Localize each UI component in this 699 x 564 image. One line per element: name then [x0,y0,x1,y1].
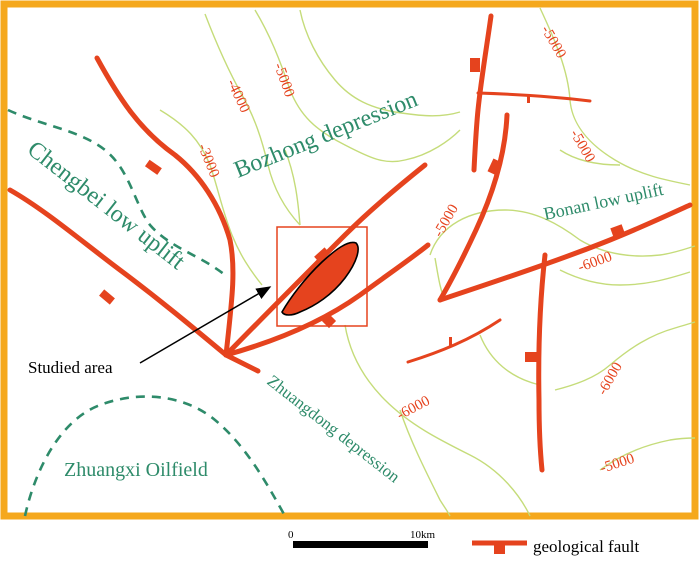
contour-line [559,149,621,166]
fault-tick [449,337,452,347]
fault-line [223,352,261,374]
contour-line [284,149,301,226]
scale-start-label: 0 [288,529,294,541]
fault-line [223,162,428,358]
fault-tick [99,289,115,305]
contour-line [599,437,696,471]
contour-label: -6000 [394,393,432,424]
contour-label: -5000 [431,202,462,240]
studied-area-arrow [139,286,272,364]
contour-line [539,7,691,186]
contour-line [479,334,541,386]
contour-line [399,409,451,517]
fault-line [471,13,494,173]
fault-tick [610,224,626,239]
study-area-box [276,226,368,327]
fault-tick [314,247,330,263]
contour-label: -5000 [538,23,569,61]
contour-label: -5000 [567,127,598,165]
contour-line [204,13,301,226]
chengbei-label: Chengbei low uplift [22,136,190,275]
map-frame [0,0,699,520]
boundary-lines [7,108,287,517]
contour-label: -5000 [270,61,297,99]
legend-fault-label: geological fault [533,537,639,556]
fault-ticks [99,58,626,362]
fault-tick [525,352,537,362]
fault-tick [144,159,162,175]
contour-line [299,9,461,117]
fault-line [94,55,236,358]
zhuangdong-label: Zhuangdong depression [264,371,404,487]
contour-label: -3000 [194,142,222,180]
legend: geological fault [472,537,639,556]
fault-line [437,202,693,303]
faults [7,13,693,473]
fault-tick [527,95,530,103]
fault-symbol-icon [472,540,527,554]
scale-bar-bar [293,541,428,548]
contour-line [429,209,696,257]
fault-line [223,242,431,358]
fault-line [7,187,229,358]
fault-line [476,91,592,103]
contour-line [344,324,531,517]
contour-lines [159,7,696,517]
fault-tick [321,313,337,329]
scale-bar: 0 10km [288,529,436,548]
fault-tick [470,58,480,72]
fault-line [406,318,502,364]
fault-line [536,252,548,473]
contour-line [554,321,696,391]
zhuangxi-label: Zhuangxi Oilfield [64,459,208,481]
scale-end-label: 10km [410,529,436,541]
contour-label: -6000 [595,360,626,398]
contour-line [159,109,263,286]
fault-line [437,112,510,303]
contour-line [254,9,461,163]
chengbei-boundary [7,108,226,277]
study-area-polygon [281,241,359,316]
studied-area-label: Studied area [28,358,113,377]
zhuangxi-boundary [23,395,287,517]
fault-tick [487,158,503,176]
contour-label: -4000 [223,77,252,115]
bonan-label: Bonan low uplift [542,179,665,224]
contour-label: -5000 [598,451,636,477]
contour-line [559,269,691,286]
